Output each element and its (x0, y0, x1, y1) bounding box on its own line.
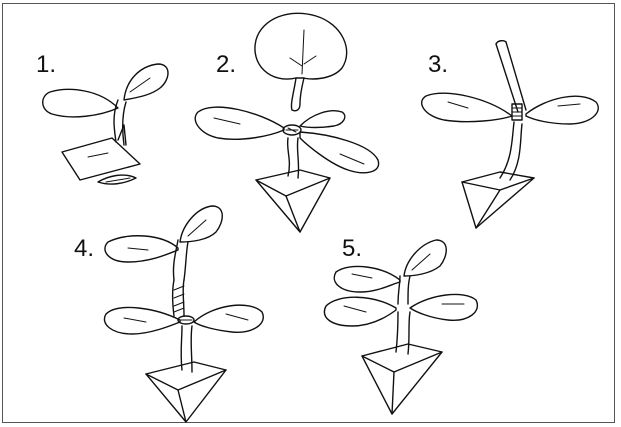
step-2-label: 2. (216, 51, 236, 78)
step-3-stem (500, 122, 514, 178)
step-2: 2. (195, 13, 378, 232)
step-4-rootstock-block (146, 362, 226, 422)
step-5: 5. (324, 235, 477, 414)
step-4-rootstock-stem (181, 326, 182, 370)
step-2-rootstock-block (256, 170, 330, 232)
step-2-scion-stalk (291, 78, 304, 111)
step-3-label: 3. (428, 51, 448, 78)
step-3-probe (496, 44, 518, 112)
step-4-rootstock-left-leaf (104, 307, 180, 334)
step-2-right-leaf (300, 132, 379, 173)
step-5-label: 5. (342, 235, 362, 262)
step-1-removed-slice (98, 175, 136, 184)
step-4-label: 4. (74, 235, 94, 262)
step-5-rootstock-block (362, 344, 442, 414)
step-1-rootstock-block (62, 138, 140, 180)
step-1-left-leaf (43, 89, 118, 116)
step-1: 1. (36, 51, 168, 184)
step-4-rootstock-right-leaf (194, 305, 263, 332)
step-2-scion-leaf (255, 13, 347, 79)
step-5-lower-right-leaf (410, 294, 477, 320)
step-1-right-leaf (124, 64, 168, 100)
step-2-left-leaf (195, 107, 284, 139)
step-3-rootstock-block (462, 172, 534, 228)
step-1-block-mark (88, 153, 108, 157)
step-2-stem (288, 138, 290, 176)
step-5-lower-left-leaf (324, 297, 396, 326)
step-5-upper-left-leaf (334, 266, 400, 292)
step-3: 3. (422, 41, 599, 228)
step-1-label: 1. (36, 51, 56, 78)
step-3-right-leaf (526, 96, 598, 124)
step-2-back-leaf (300, 111, 345, 128)
step-4: 4. (74, 206, 263, 422)
